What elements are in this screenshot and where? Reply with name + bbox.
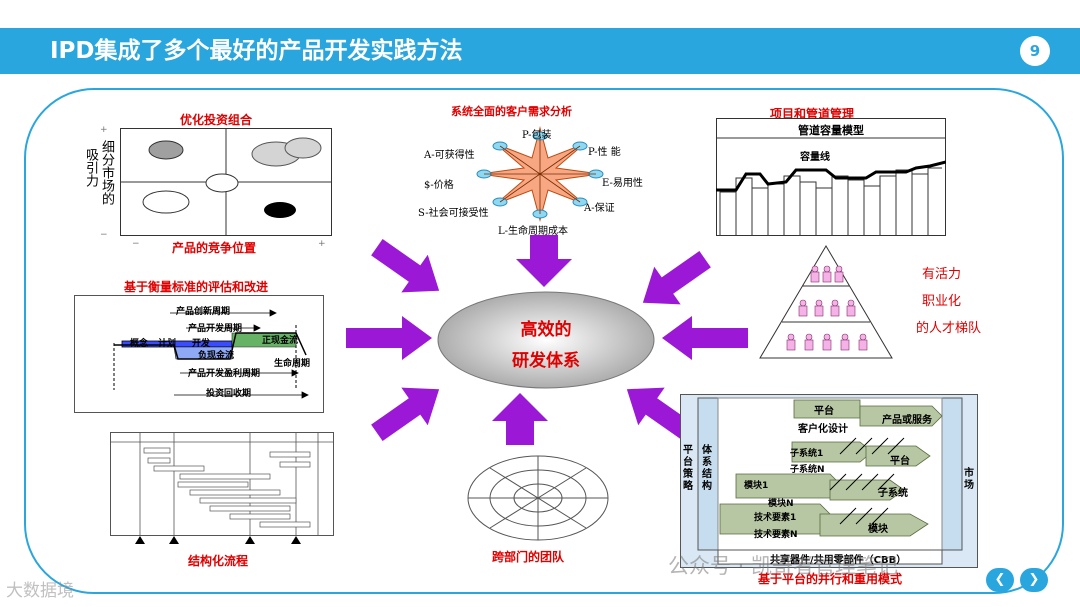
arrow-bottom-right [626,387,695,441]
center-ellipse [437,291,655,389]
platform-label-platform2: 平台 [890,456,910,467]
metrics-innovation: 产品创新周期 [176,307,231,317]
metrics-plan: 计划 [158,339,177,349]
platform-left1: 平台策略 [683,445,693,492]
portfolio-plus-top: + [100,125,108,135]
portfolio-minus-left: − [132,239,140,249]
center-line2: 研发体系 [512,351,580,371]
rounded-frame [24,88,1064,594]
needs-star [476,126,604,222]
prev-page-button[interactable]: ❮ [986,568,1014,592]
portfolio-ylabel-2: 细分市场的 [99,140,114,205]
platform-label-subsystem: 子系统 [878,488,908,499]
metrics-dev-cycle: 产品开发周期 [188,324,243,334]
next-page-button[interactable]: ❯ [1020,568,1048,592]
metrics-caption: 基于衡量标准的评估和改进 [124,280,269,294]
metrics-profit: 产品开发盈利周期 [188,369,261,379]
needs-caption: 系统全面的客户需求分析 [451,105,572,118]
platform-label-modN: 模块N [768,499,794,509]
process-gantt [110,432,334,544]
need-label-2: E-易用性 [602,178,643,189]
arrow-top-right [642,251,711,305]
pipeline-chart [716,118,946,236]
portfolio-ylabel: 吸引力 [83,148,98,187]
arrow-bottom [492,393,548,445]
team-circle [467,455,609,541]
metrics-develop: 开发 [192,339,211,349]
need-label-5: S-社会可接受性 [418,208,489,219]
platform-label-mod1: 模块1 [744,481,769,491]
team-caption: 跨部门的团队 [492,550,565,564]
page-title: IPD集成了多个最好的产品开发实践方法 [50,38,463,64]
pipeline-line-label: 容量线 [800,152,830,163]
platform-label-techN: 技术要素N [754,530,798,540]
platform-label-subN: 子系统N [790,465,825,475]
portfolio-minus-bottom: − [100,230,108,240]
platform-right: 市场 [964,468,974,491]
platform-label-platform: 平台 [814,406,834,417]
platform-label-module: 模块 [868,524,888,535]
page-number: 9 [1020,36,1050,66]
portfolio-plus-right: + [318,239,326,249]
talent-line-1: 职业化 [922,294,962,309]
chevron-left-icon: ❮ [994,572,1006,587]
need-label-1: P-性 能 [588,147,621,158]
talent-line-0: 有活力 [922,267,962,282]
need-label-7: A-可获得性 [424,150,475,161]
arrow-top-left [371,239,440,293]
center-line1: 高效的 [520,320,572,340]
metrics-payback: 投资回收期 [206,389,252,399]
talent-pyramid [759,245,893,359]
pipeline-caption: 项目和管道管理 [770,107,855,121]
need-label-4: L-生命周期成本 [498,226,569,237]
process-caption: 结构化流程 [188,554,249,568]
platform-label-sub1: 子系统1 [790,449,824,459]
need-label-3: A-保证 [584,203,615,214]
pipeline-header: 管道容量模型 [798,124,864,137]
metrics-lifecycle: 生命周期 [274,359,311,369]
platform-left2: 体系结构 [702,445,712,492]
metrics-positive: 正现金流 [262,336,299,346]
platform-diagram [680,394,978,568]
arrow-left [346,316,432,360]
platform-label-product: 产品或服务 [882,415,932,426]
talent-line-2: 的人才梯队 [916,321,982,336]
arrow-top [516,235,572,287]
metrics-diagram [74,295,324,413]
need-label-0: P-包装 [522,130,552,141]
portfolio-caption: 优化投资组合 [180,113,253,127]
platform-caption: 基于平台的并行和重用模式 [758,572,903,586]
arrow-right [662,316,748,360]
metrics-concept: 概念 [130,339,149,349]
wechat-watermark: 公众号 · 凯哥者管理笔记 [668,554,899,578]
arrow-bottom-left [371,387,440,441]
need-label-6: $-价格 [424,180,454,191]
header-bar [0,28,1080,74]
corner-watermark: 大数据境 [6,581,74,601]
platform-label-custom: 客户化设计 [798,424,848,435]
chevron-right-icon: ❯ [1028,572,1040,587]
platform-label-cbb: 共享器件/共用零部件（CBB） [770,555,907,566]
portfolio-matrix [120,128,332,236]
portfolio-xlabel: 产品的竞争位置 [172,241,257,255]
platform-label-tech1: 技术要素1 [754,513,797,523]
metrics-negative: 负现金流 [198,351,235,361]
